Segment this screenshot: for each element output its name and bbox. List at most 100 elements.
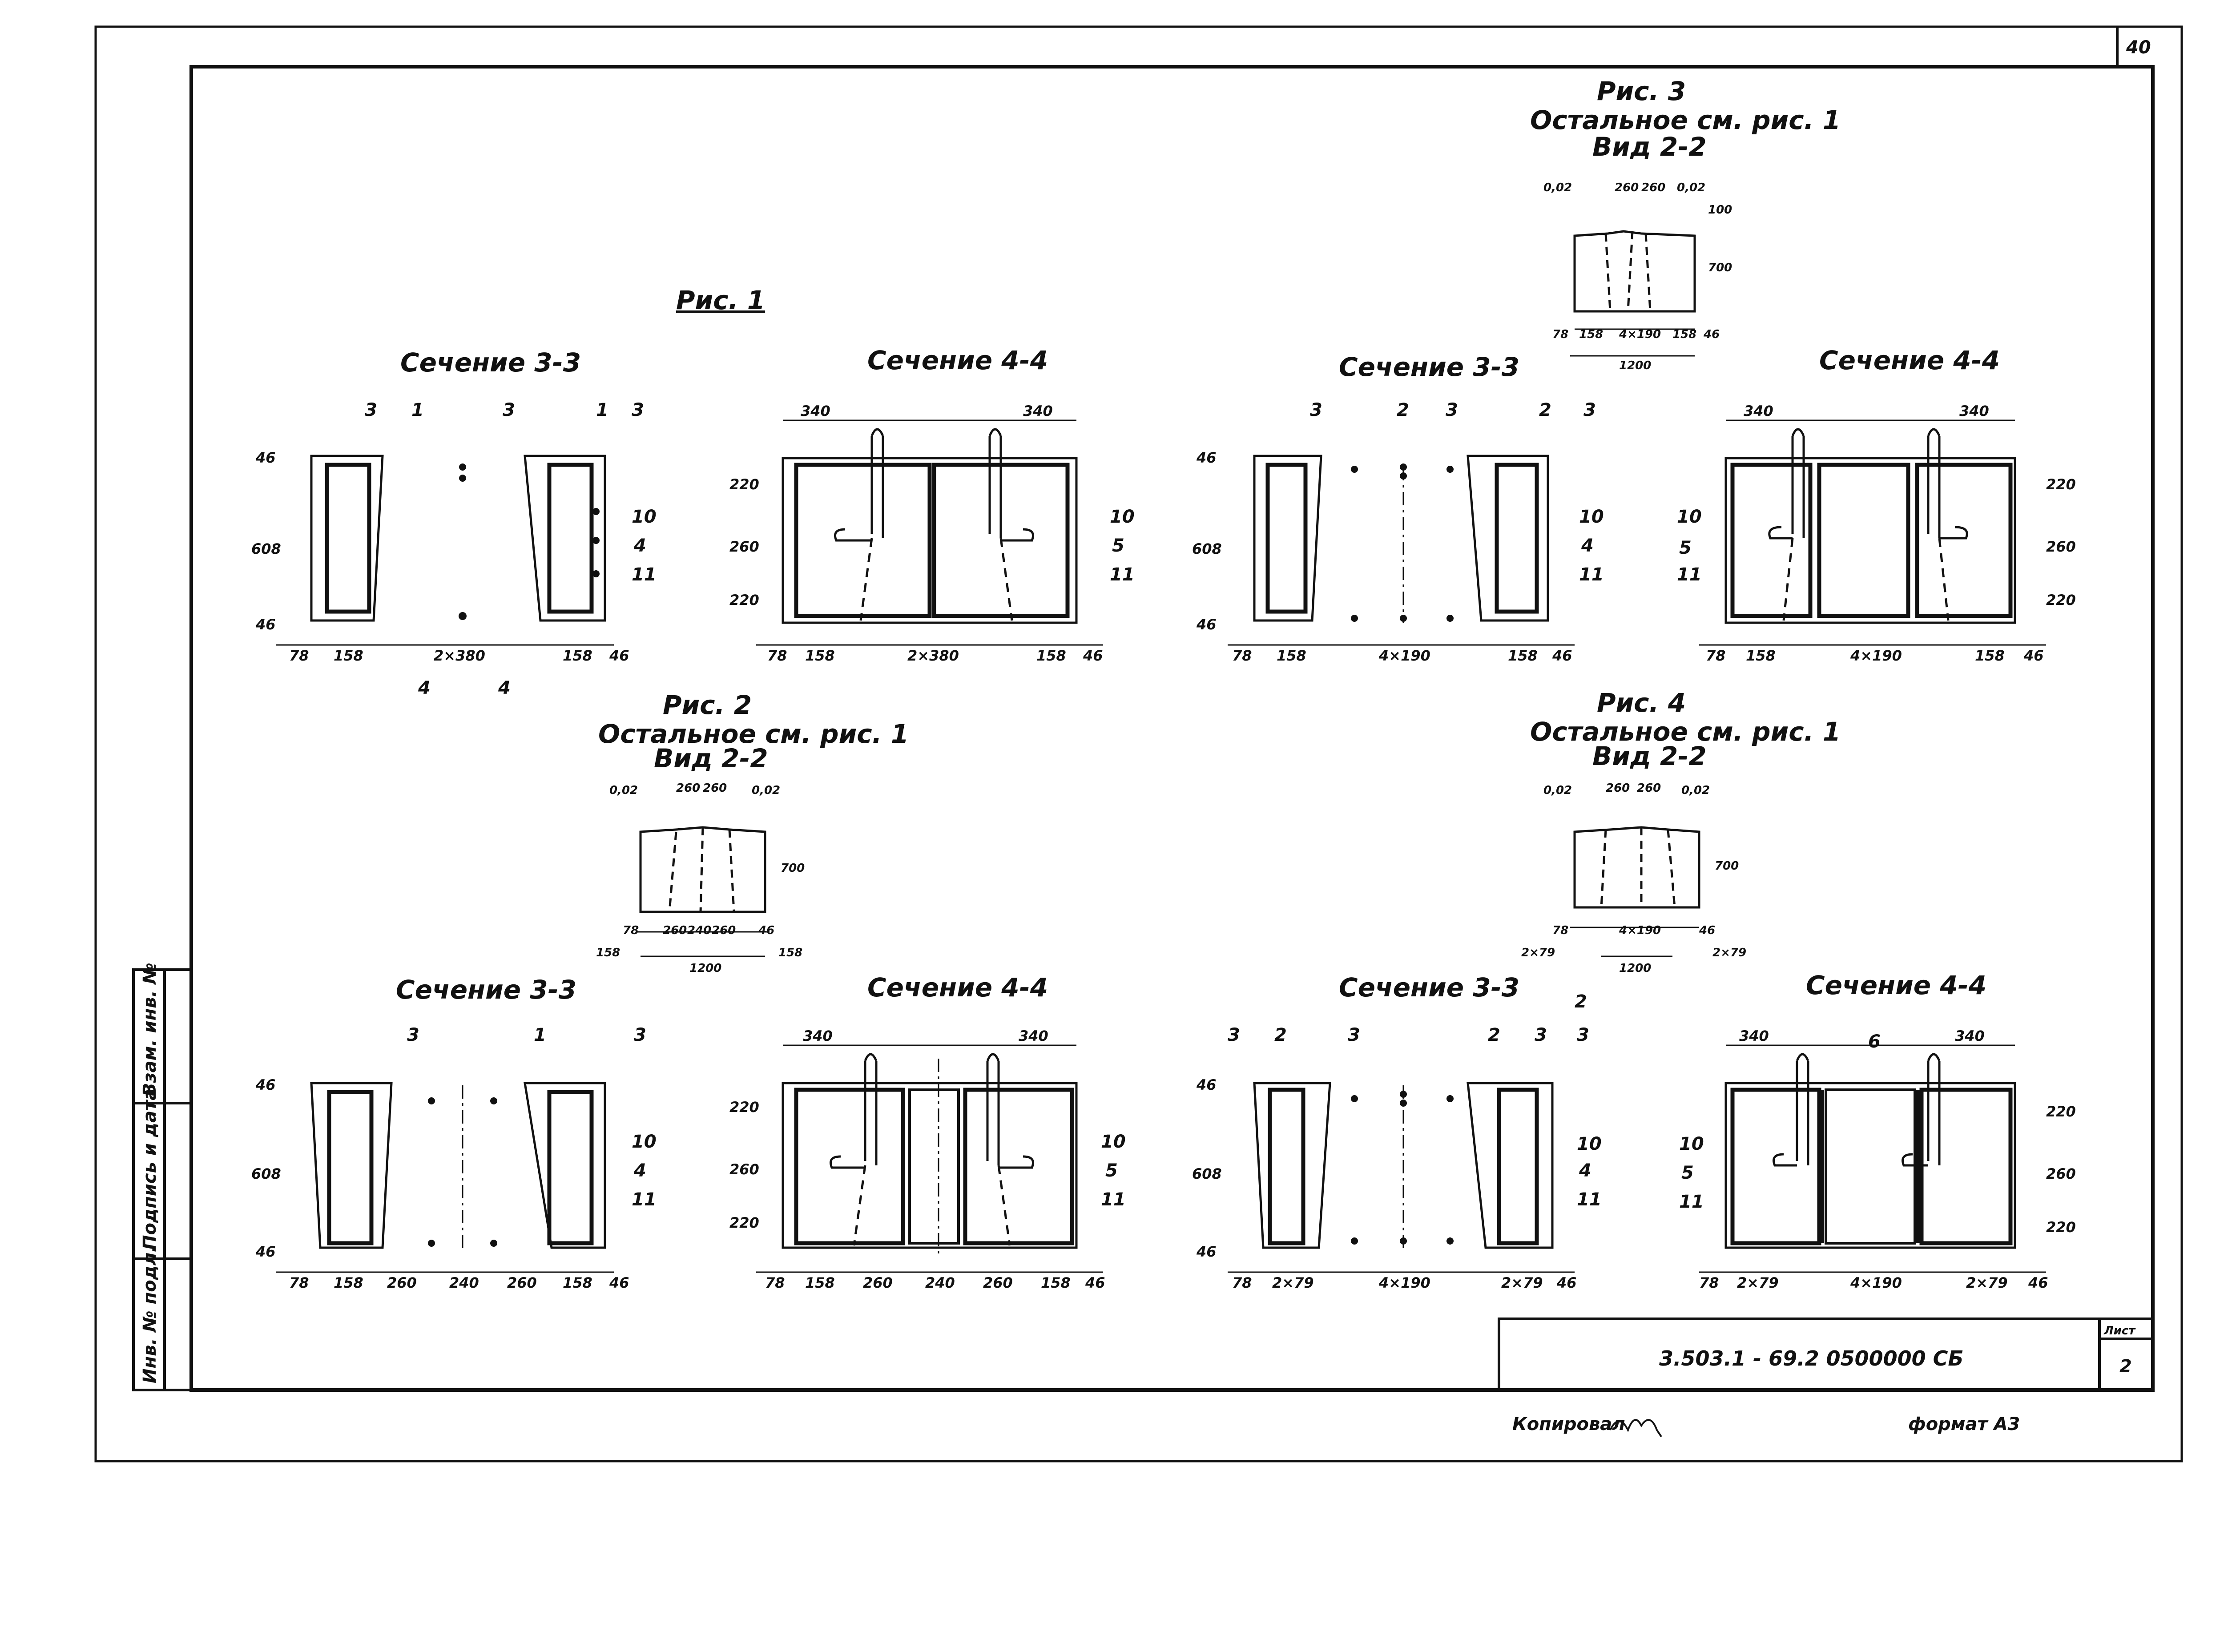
dimension: 608 xyxy=(251,540,281,557)
dimension: 78 xyxy=(289,1274,309,1291)
dimension: 340 xyxy=(1739,1027,1769,1044)
dimension: 158 xyxy=(805,1274,835,1291)
callout: 4 xyxy=(498,678,511,698)
dimension: 46 xyxy=(1556,1274,1577,1291)
dimension: 46 xyxy=(255,449,276,466)
ris2-section44 xyxy=(756,1044,1103,1273)
ris4-section44 xyxy=(1699,1044,2046,1273)
callout: 2 xyxy=(1397,400,1409,420)
callout: 10 xyxy=(1101,1132,1126,1152)
dimension: 2×79 xyxy=(1272,1274,1314,1291)
callout: 11 xyxy=(1110,564,1135,585)
callout: 11 xyxy=(1677,564,1702,585)
dimension: 608 xyxy=(251,1165,281,1182)
dimension: 158 xyxy=(1975,647,2005,664)
section-title: Сечение 4-4 xyxy=(1806,970,1986,1000)
callout: 10 xyxy=(1579,507,1604,527)
callout: 4 xyxy=(1579,1160,1591,1181)
dimension: 260 xyxy=(1606,782,1630,795)
dimension: 158 xyxy=(334,647,363,664)
ris2-section33 xyxy=(276,1082,614,1273)
section-title: Сечение 3-3 xyxy=(400,347,581,378)
dimension: 78 xyxy=(1232,1274,1252,1291)
dimension: 4×190 xyxy=(1378,647,1430,664)
dimension: 260 xyxy=(863,1274,893,1291)
dimension: 2×79 xyxy=(1737,1274,1779,1291)
side-label-vzam: Взам. инв. № xyxy=(140,963,160,1096)
inner-frame xyxy=(189,65,2155,1392)
dimension: 158 xyxy=(805,647,835,664)
ris1-section44 xyxy=(756,419,1103,646)
callout: 3 xyxy=(1348,1025,1360,1045)
callout: 3 xyxy=(365,400,377,420)
dimension: 78 xyxy=(1699,1274,1719,1291)
dimension: 46 xyxy=(1196,1076,1217,1093)
dimension: 1200 xyxy=(1619,962,1651,975)
page-number: 40 xyxy=(2126,37,2151,58)
dimension: 158 xyxy=(1508,647,1538,664)
dimension: 78 xyxy=(765,1274,785,1291)
callout: 4 xyxy=(1581,536,1594,556)
dimension: 78 xyxy=(1552,328,1568,341)
dimension: 0,02 xyxy=(752,784,780,797)
sheet-number: 2 xyxy=(2119,1356,2132,1377)
dimension: 240 xyxy=(449,1274,479,1291)
dimension: 46 xyxy=(1083,647,1103,664)
ris2-view22 xyxy=(636,826,770,957)
dimension: 260 xyxy=(1641,181,1665,194)
ris4-note: Остальное см. рис. 1 xyxy=(1530,717,1841,747)
dimension: 1200 xyxy=(1619,359,1651,372)
callout: 4 xyxy=(418,678,431,698)
dimension: 0,02 xyxy=(1681,784,1710,797)
callout: 1 xyxy=(411,400,424,420)
dimension: 220 xyxy=(729,1214,759,1231)
callout: 3 xyxy=(407,1025,419,1045)
outer-frame xyxy=(94,25,2183,1463)
callout: 5 xyxy=(1112,536,1124,556)
dimension: 340 xyxy=(1023,403,1053,419)
dimension: 78 xyxy=(1552,924,1568,937)
section-title: Сечение 4-4 xyxy=(1819,345,2000,375)
ris3-view22 xyxy=(1570,230,1696,357)
dimension: 2×380 xyxy=(907,647,959,664)
ris3-section33 xyxy=(1228,455,1575,646)
dimension: 700 xyxy=(1715,859,1739,873)
callout: 3 xyxy=(634,1025,646,1045)
dimension: 260 xyxy=(712,924,736,937)
dimension: 158 xyxy=(1277,647,1306,664)
dimension: 4×190 xyxy=(1619,924,1661,937)
dimension: 4×190 xyxy=(1619,328,1661,341)
callout: 3 xyxy=(503,400,515,420)
dimension: 260 xyxy=(703,782,727,795)
callout: 3 xyxy=(1535,1025,1547,1045)
ris3-title: Рис. 3 xyxy=(1597,76,1686,106)
dimension: 260 xyxy=(729,1161,759,1178)
callout: 3 xyxy=(1228,1025,1240,1045)
ris3-section44 xyxy=(1699,419,2046,646)
ris3-note: Остальное см. рис. 1 xyxy=(1530,105,1841,135)
callout: 3 xyxy=(1583,400,1596,420)
dimension: 260 xyxy=(729,538,759,555)
dimension: 220 xyxy=(2046,1219,2076,1236)
dimension: 46 xyxy=(1699,924,1715,937)
dimension: 220 xyxy=(729,592,759,608)
dimension: 158 xyxy=(1672,328,1696,341)
callout: 10 xyxy=(1679,1134,1704,1154)
callout: 3 xyxy=(1577,1025,1589,1045)
dimension: 220 xyxy=(729,476,759,493)
dimension: 220 xyxy=(2046,592,2076,608)
dimension: 260 xyxy=(663,924,687,937)
callout: 4 xyxy=(633,536,646,556)
dimension: 240 xyxy=(687,924,711,937)
dimension: 4×190 xyxy=(1850,1274,1902,1291)
ris1-section33 xyxy=(276,455,614,646)
side-label-sign: Подпись и дата xyxy=(140,1088,160,1250)
callout: 10 xyxy=(1110,507,1135,527)
callout: 2 xyxy=(1274,1025,1287,1045)
dimension: 46 xyxy=(609,647,629,664)
dimension: 46 xyxy=(1196,449,1217,466)
dimension: 0,02 xyxy=(1543,784,1572,797)
signature xyxy=(1609,1419,1662,1438)
callout: 5 xyxy=(1679,538,1692,558)
